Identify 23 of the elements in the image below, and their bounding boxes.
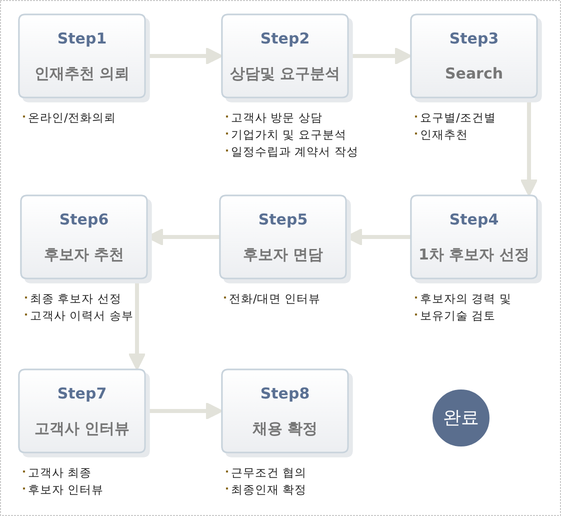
note-text: 후보자의 경력 및 bbox=[420, 292, 512, 306]
note-text: 최종 후보자 선정 bbox=[30, 292, 122, 306]
arrow bbox=[145, 47, 223, 65]
note-text: 고객사 방문 상담 bbox=[231, 110, 322, 124]
note-text: 기업가치 및 요구분석 bbox=[231, 128, 346, 142]
arrow bbox=[128, 278, 146, 370]
note-text: 인재추천 bbox=[420, 128, 468, 142]
note-text: 최종인재 확정 bbox=[231, 482, 307, 496]
node-circle: 완료 bbox=[432, 390, 490, 446]
arrow bbox=[520, 98, 538, 196]
note-text: 일정수립과 계약서 작성 bbox=[231, 144, 358, 158]
note-text: 보유기술 검토 bbox=[420, 308, 496, 322]
note-text: 요구별/조건별 bbox=[420, 110, 496, 124]
arrow bbox=[348, 47, 412, 65]
arrow bbox=[345, 228, 411, 246]
note-text: 근무조건 협의 bbox=[231, 466, 307, 480]
note-text: 고객사 이력서 송부 bbox=[30, 308, 134, 322]
arrow bbox=[146, 228, 220, 246]
note-text: 전화/대면 인터뷰 bbox=[229, 292, 321, 306]
arrow bbox=[145, 402, 223, 420]
note-text: 고객사 최종 bbox=[28, 466, 92, 480]
note-text: 후보자 인터뷰 bbox=[28, 482, 104, 496]
note-text: 온라인/전화의뢰 bbox=[28, 110, 116, 124]
